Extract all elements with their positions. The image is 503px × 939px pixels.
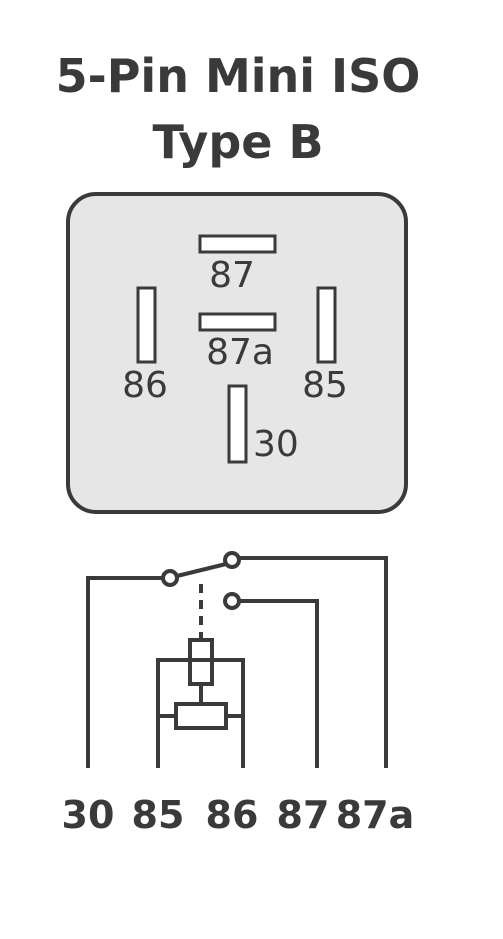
wire-30	[86, 576, 163, 768]
pin-87a-label: 87a	[206, 332, 274, 373]
suppression-resistor	[174, 702, 228, 730]
pin-87-label: 87	[209, 255, 255, 296]
pin-86-label: 86	[122, 365, 168, 406]
wire-87	[239, 599, 319, 768]
pin-30-label: 30	[253, 424, 299, 465]
switch-blade	[176, 562, 227, 578]
pin-87a-terminal	[198, 312, 277, 332]
title-line-1: 5-Pin Mini ISO	[56, 49, 421, 103]
terminal-label-87a: 87a	[336, 793, 415, 837]
relay-pinout: 87 87a 86 85 30	[66, 192, 408, 514]
terminal-label-87: 87	[277, 793, 330, 837]
pin-85-terminal	[316, 286, 337, 364]
pin-86-terminal	[136, 286, 157, 364]
pin-87-terminal	[198, 234, 277, 254]
title-line-2: Type B	[152, 115, 323, 169]
relay-housing	[66, 192, 408, 514]
relay-schematic: 30 85 86 87 87a	[62, 551, 415, 837]
wire-87a	[239, 556, 388, 768]
pin-30-terminal	[227, 384, 248, 464]
switch-pivot-contact	[161, 569, 179, 587]
terminal-label-30: 30	[62, 793, 115, 837]
terminal-label-86: 86	[206, 793, 259, 837]
pin-85-label: 85	[302, 365, 348, 406]
terminal-label-85: 85	[132, 793, 185, 837]
contact-87	[223, 592, 241, 610]
contact-87a	[223, 551, 241, 569]
